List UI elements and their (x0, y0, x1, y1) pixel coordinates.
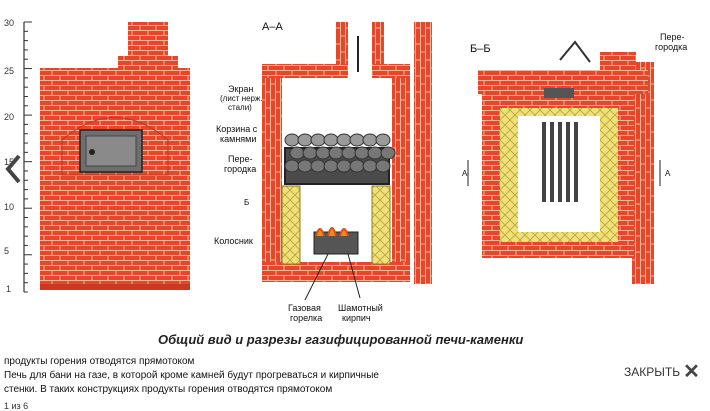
side-wall (414, 22, 432, 284)
ruler-label-25: 25 (4, 66, 14, 76)
previous-image-button[interactable] (2, 152, 24, 186)
ruler-label-1: 1 (6, 284, 11, 294)
label-partition2-1: Пере- (660, 32, 684, 42)
chevron-left-icon (5, 154, 21, 184)
label-screen-3: стали) (228, 103, 252, 112)
stove-diagram: 30 25 20 15 10 5 1 А–А (4, 18, 687, 347)
close-button[interactable]: ЗАКРЫТЬ ✕ (624, 361, 700, 383)
label-burner-2: горелка (290, 313, 322, 323)
close-label: ЗАКРЫТЬ (624, 365, 681, 379)
ruler-label-5: 5 (4, 246, 9, 256)
label-partition2-2: городка (655, 42, 687, 52)
label-mark-a-left: А (462, 169, 468, 178)
caption-line-1: продукты горения отводятся прямотоком (4, 356, 195, 367)
label-brick-1: Шамотный (338, 303, 383, 313)
caption-line-2: Печь для бани на газе, в которой кроме к… (4, 370, 379, 381)
label-screen-2: (лист нерж. (220, 94, 263, 103)
ruler-label-30: 30 (4, 18, 14, 28)
ruler-label-10: 10 (4, 202, 14, 212)
ruler-label-15: 15 (4, 157, 14, 167)
label-mark-a-right: А (665, 169, 671, 178)
label-mark-b: Б (244, 198, 249, 207)
section-bb: Б–Б (467, 40, 661, 284)
close-icon: ✕ (683, 361, 700, 383)
section-aa-title: А–А (262, 21, 283, 33)
label-burner-1: Газовая (288, 303, 321, 313)
figure-caption: Общий вид и разрезы газифицированной печ… (158, 332, 523, 347)
height-ruler: 30 25 20 15 10 5 1 (4, 18, 32, 294)
diagram-labels: Экран (лист нерж. стали) Корзина с камня… (214, 32, 687, 323)
front-view (40, 22, 190, 290)
label-partition-1: Пере- (228, 154, 252, 164)
label-basket-1: Корзина с (216, 124, 258, 134)
caption-line-3: стенки. В таких конструкциях продукты го… (4, 384, 333, 395)
label-grate: Колосник (214, 236, 253, 246)
image-caption: продукты горения отводятся прямотоком Пе… (4, 355, 604, 397)
section-aa: А–А (262, 21, 410, 301)
image-counter: 1 из 6 (4, 401, 29, 411)
ruler-label-20: 20 (4, 112, 14, 122)
label-partition-2: городка (224, 164, 256, 174)
label-brick-2: кирпич (342, 313, 371, 323)
section-bb-title: Б–Б (470, 43, 491, 55)
label-screen-1: Экран (228, 84, 253, 94)
label-basket-2: камнями (220, 134, 256, 144)
